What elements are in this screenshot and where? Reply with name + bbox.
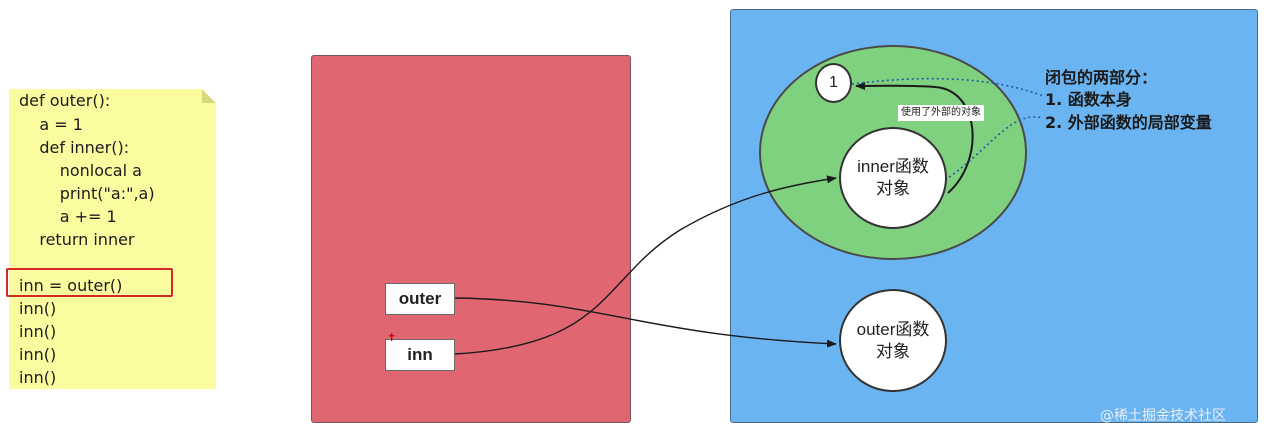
outer-function-object: outer函数 对象 — [839, 289, 947, 392]
code-line: a += 1 — [19, 207, 117, 226]
code-line: inn() — [19, 345, 57, 364]
code-line: print("a:",a) — [19, 184, 155, 203]
arrow-outer-to-outer-object — [454, 297, 837, 348]
inner-object-label-1: inner函数 — [857, 157, 929, 176]
code-line: def outer(): — [19, 91, 111, 110]
cursor-mark-icon: ✝ — [387, 331, 397, 344]
var-box-outer: outer — [385, 283, 455, 315]
stack-frame — [311, 55, 631, 423]
closure-part-2: 2. 外部函数的局部变量 — [1045, 113, 1212, 132]
arrow-inn-to-inner — [454, 175, 837, 355]
watermark: @稀土掘金技术社区 — [1100, 408, 1226, 424]
code-line: def inner(): — [19, 138, 130, 157]
code-note: def outer(): a = 1 def inner(): nonlocal… — [9, 89, 216, 389]
arrow-label: 使用了外部的对象 — [898, 105, 984, 121]
code-line: a = 1 — [19, 115, 83, 134]
code-line: inn() — [19, 299, 57, 318]
value-one-circle: 1 — [815, 63, 852, 103]
note-fold-corner — [202, 89, 216, 103]
outer-object-label-1: outer函数 — [856, 319, 930, 339]
code-line-highlighted: inn = outer() — [19, 276, 123, 295]
var-box-inn: inn — [385, 339, 455, 371]
dotted-link-one — [851, 77, 1044, 97]
code-line: nonlocal a — [19, 161, 142, 180]
closure-parts-title: 闭包的两部分： — [1045, 68, 1158, 87]
dotted-link-inner — [944, 116, 1044, 181]
closure-part-1: 1. 函数本身 — [1045, 90, 1132, 109]
inner-function-object: inner函数 对象 — [839, 127, 947, 229]
code-line: inn() — [19, 368, 57, 387]
outer-object-label-2: 对象 — [876, 341, 910, 361]
code-line: return inner — [19, 230, 135, 249]
arrow-inner-to-one — [855, 81, 974, 194]
inner-object-label-2: 对象 — [876, 179, 910, 198]
code-line: inn() — [19, 322, 57, 341]
highlight-box — [6, 268, 173, 297]
